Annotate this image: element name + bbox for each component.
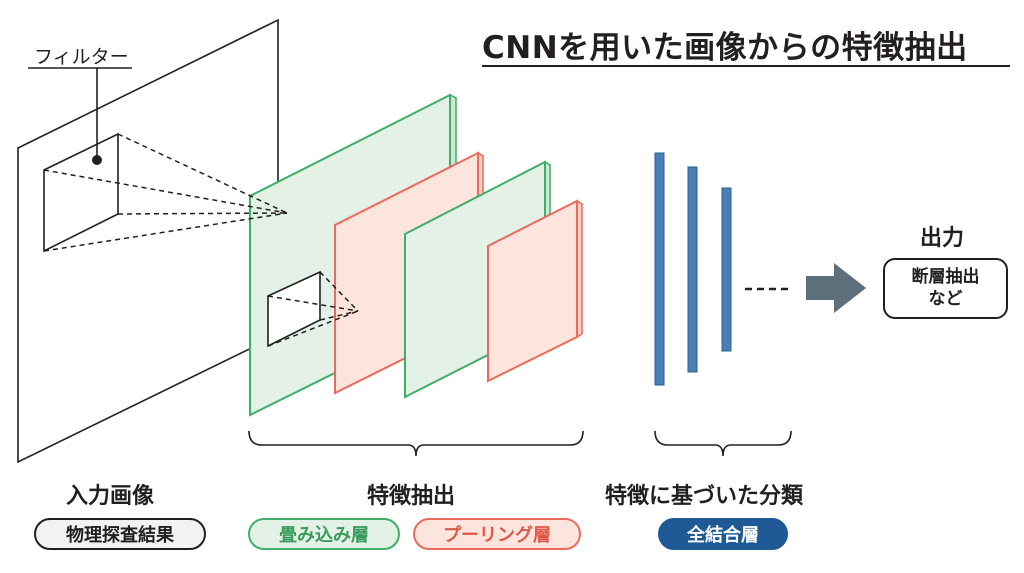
filter-label: フィルター — [34, 46, 129, 68]
output-line-1: 断層抽出 — [911, 267, 980, 288]
fc-bar-3 — [721, 187, 732, 352]
section-feature-extraction-label: 特徴抽出 — [367, 484, 456, 509]
filter-projection-lines — [43, 133, 288, 252]
pill-fully-connected-layer: 全結合層 — [658, 518, 788, 550]
filter-projection-lines-2 — [267, 271, 359, 347]
classification-brace — [654, 430, 792, 457]
pill-pooling-layer: プーリング層 — [413, 518, 581, 550]
feature-extraction-brace — [248, 430, 584, 457]
pill-input-geophysics: 物理探査結果 — [34, 518, 206, 550]
fc-bar-2 — [687, 166, 698, 373]
page-title: CNNを用いた画像からの特徴抽出 — [482, 30, 968, 66]
output-arrow-icon — [806, 263, 866, 313]
output-box: 断層抽出 など — [883, 258, 1008, 319]
section-input-label: 入力画像 — [66, 484, 155, 509]
pool-layer-2 — [487, 199, 578, 383]
pill-convolution-layer: 畳み込み層 — [248, 518, 400, 550]
section-classification-label: 特徴に基づいた分類 — [605, 484, 804, 509]
fc-bar-1 — [654, 152, 665, 386]
output-line-2: など — [928, 288, 963, 309]
output-title: 出力 — [920, 226, 965, 251]
